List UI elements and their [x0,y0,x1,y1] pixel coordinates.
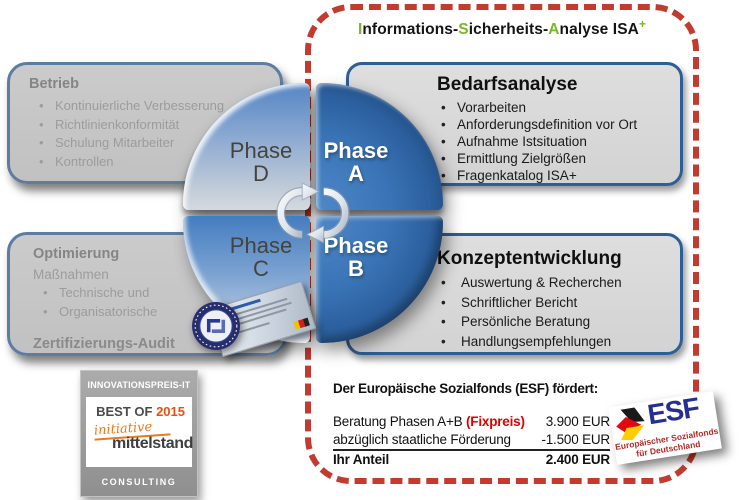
phase-letter: D [253,161,269,186]
esf-row-value: 2.400 EUR [545,452,610,467]
title-letter-green: S [458,21,469,39]
list-item: Organisatorische [33,303,284,322]
year-label: 2015 [156,404,185,419]
cycle-arrows-icon [276,182,350,244]
title-segment: nformations- [362,21,459,39]
esf-acronym: ESF [645,391,702,431]
title-segment: nalyse [559,21,613,39]
esf-row-value: 3.900 EUR [545,414,610,429]
certification-seal-icon [192,302,240,350]
bullet-list: Vorarbeiten Anforderungsdefinition vor O… [437,99,672,184]
german-flag-icon [293,317,310,330]
esf-heading: Der Europäische Sozialfonds (ESF) förder… [333,381,598,396]
title-letter-green: A [548,21,560,39]
box-title: Konzeptentwicklung [437,248,622,269]
box-title: Optimierung [33,246,120,262]
esf-row: abzüglich staatliche Förderung -1.500 EU… [333,431,610,451]
list-item: Handlungsempfehlungen [437,332,672,352]
badge-top-band: INNOVATIONSPREIS-IT [87,380,191,390]
esf-row: Beratung Phasen A+B (Fixpreis) 3.900 EUR [333,413,610,431]
plus-icon: + [638,17,647,31]
esf-row: Ihr Anteil 2.400 EUR [333,451,610,469]
esf-funding-section: Der Europäische Sozialfonds (ESF) förder… [333,381,610,469]
bullet-list: Kontinuierliche Verbesserung Richtlinien… [29,97,280,171]
list-item: Fragenkatalog ISA+ [437,167,672,184]
phase-letter: A [348,161,364,186]
list-item: Aufnahme Istsituation [437,133,672,150]
mittelstand-brand: mittelstand [112,435,193,452]
box-title: Bedarfsanalyse [437,74,578,95]
badge-bottom-band: CONSULTING [101,477,177,487]
esf-logo: ESF Europäischer Sozialfonds für Deutsch… [608,391,722,465]
list-item: Kontinuierliche Verbesserung [29,97,280,116]
esf-rows: Beratung Phasen A+B (Fixpreis) 3.900 EUR… [333,413,610,469]
award-badge: INNOVATIONSPREIS-IT BEST OF 2015 initiat… [80,370,198,497]
title-segment: ISA [612,21,639,39]
box-subtitle: Maßnahmen [33,267,109,282]
badge-panel: BEST OF 2015 initiative mittelstand [86,397,193,467]
esf-row-label: abzüglich staatliche Förderung [333,432,511,447]
esf-row-label: Ihr Anteil [333,452,390,467]
list-item: Richtlinienkonformität [29,116,280,135]
box-footer: Zertifizierungs-Audit [33,336,175,352]
esf-label-text: Beratung Phasen A+B [333,414,463,429]
esf-row-label: Beratung Phasen A+B (Fixpreis) [333,413,525,431]
esf-row-value: -1.500 EUR [541,432,610,447]
list-item: Kontrollen [29,153,280,172]
esf-chevron-icon [616,407,645,441]
title-segment: icherheits- [468,21,549,39]
list-item: Anforderungsdefinition vor Ort [437,116,672,133]
phase-word: Phase [229,138,293,163]
phase-word: Phase [323,233,389,258]
list-item: Schulung Mitarbeiter [29,134,280,153]
bullet-list: Auswertung & Recherchen Schriftlicher Be… [437,273,672,351]
fixpreis-highlight: (Fixpreis) [466,414,525,429]
list-item: Technische und [33,284,284,303]
best-of-label: BEST OF 2015 [96,404,185,419]
page-title: Informations-Sicherheits-Analyse ISA+ [325,17,679,39]
box-title: Betrieb [29,76,79,92]
phase-word: Phase [323,138,389,163]
list-item: Auswertung & Recherchen [437,273,672,293]
list-item: Vorarbeiten [437,99,672,116]
bullet-list: Technische und Organisatorische [33,284,284,321]
title-letter-green: I [357,21,363,39]
best-of-text: BEST OF [96,404,157,419]
phase-letter: B [348,256,364,281]
phase-letter: C [253,256,269,281]
list-item: Persönliche Beratung [437,312,672,332]
list-item: Ermittlung Zielgrößen [437,150,672,167]
list-item: Schriftlicher Bericht [437,293,672,313]
phase-word: Phase [229,233,293,258]
